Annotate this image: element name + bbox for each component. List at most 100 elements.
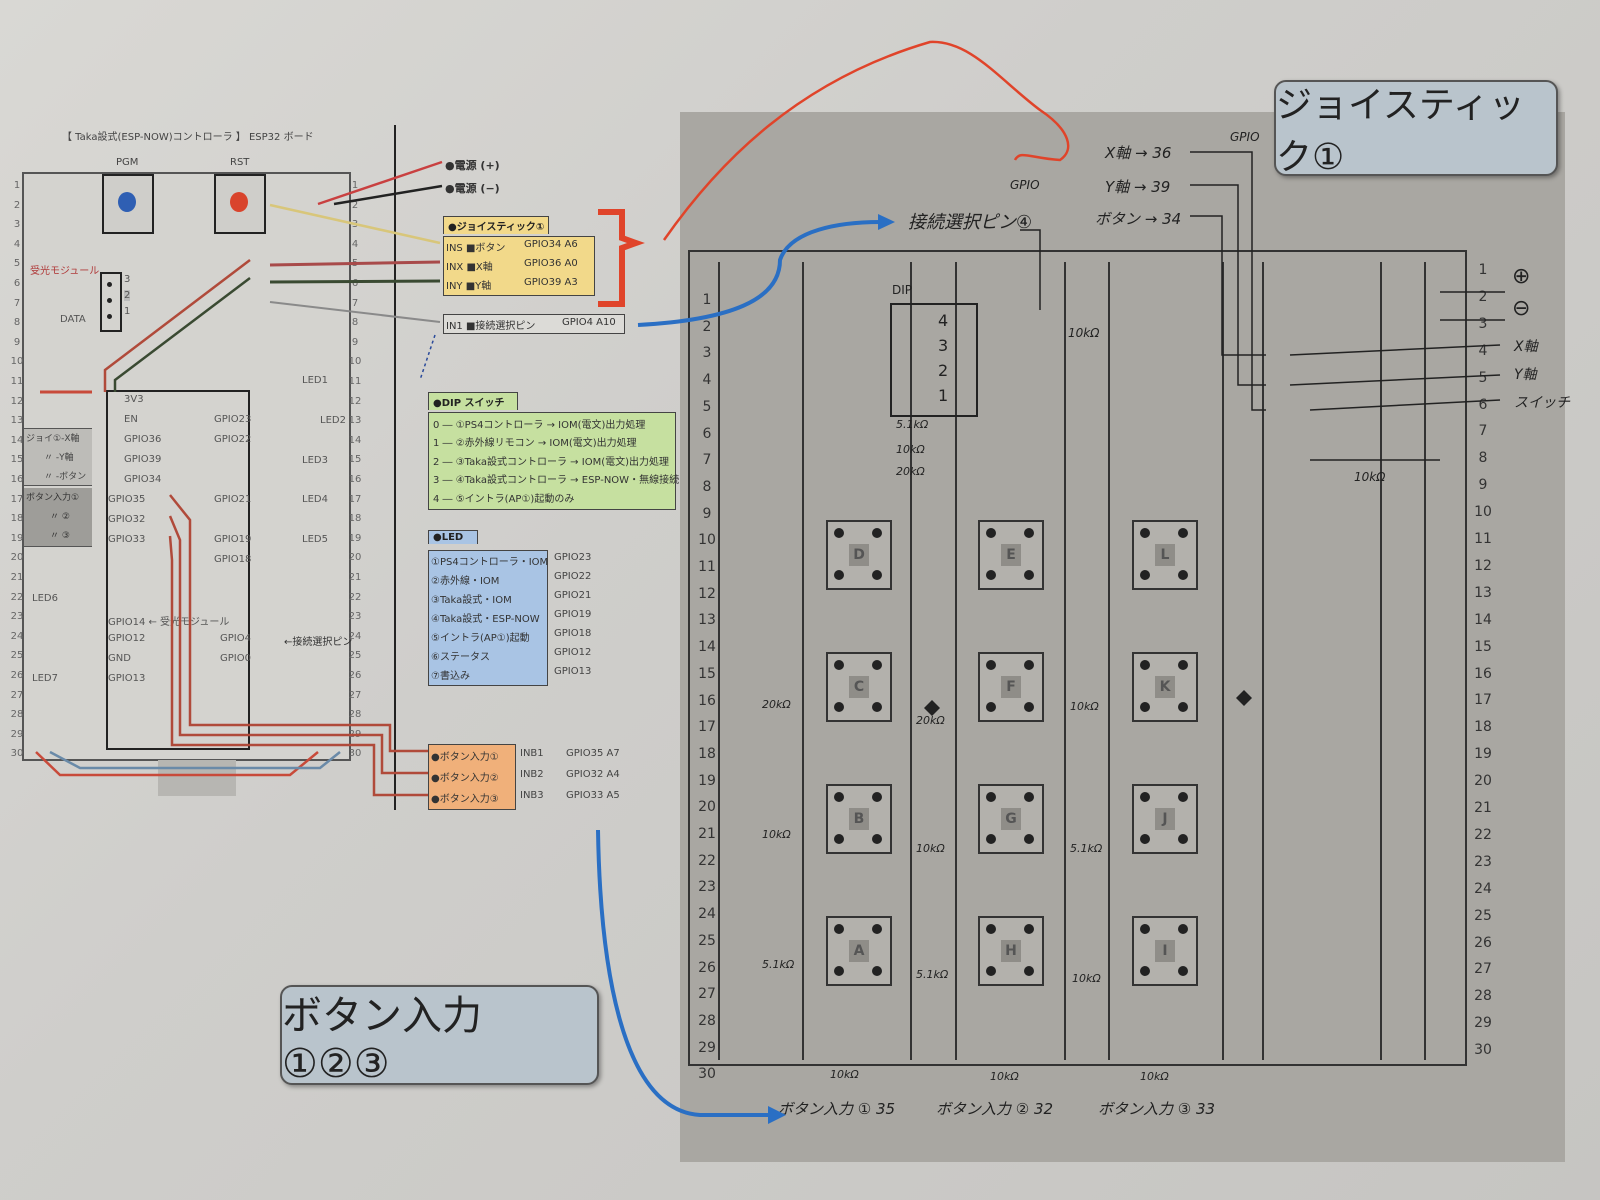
row-number: 30: [348, 748, 362, 760]
switch-pin: [986, 966, 996, 976]
button-side-label: 〃 ③: [50, 531, 70, 541]
row-number: 6: [1478, 396, 1488, 413]
switch-pin: [1178, 528, 1188, 538]
row-number: 23: [10, 611, 24, 623]
dip-switch-drawing: 4 3 2 1: [890, 303, 978, 417]
switch-pin: [986, 924, 996, 934]
row-number: 22: [10, 591, 24, 603]
row-number: 28: [10, 709, 24, 721]
row-number: 13: [1474, 584, 1492, 601]
pin-label: GPIO21: [214, 494, 252, 505]
row-number: 14: [348, 434, 362, 446]
switch-letter: D: [849, 544, 869, 566]
button-input-callout: ボタン入力 ①②③: [280, 985, 599, 1087]
tactile-switch: I: [1132, 916, 1198, 986]
pin-label: GPIO19: [214, 534, 252, 545]
switch-pin: [872, 924, 882, 934]
row-number: 9: [1478, 477, 1488, 494]
led-label: LED6: [32, 593, 58, 604]
row-number: 28: [698, 1012, 716, 1029]
row-number: 25: [1474, 907, 1492, 924]
row-number: 21: [698, 826, 716, 842]
row-number: 3: [13, 219, 21, 231]
button-wire-3: [168, 535, 428, 797]
dip-row: 3 ― ④Taka設式コントローラ → ESP-NOW・無線接続: [433, 475, 680, 486]
joystick-box: INS ■ボタン GPIO34 A6 INX ■X軸 GPIO36 A0 INY…: [443, 236, 595, 296]
column-line: [1108, 262, 1110, 1060]
row-number: 26: [10, 670, 24, 681]
blue-arrowhead: [878, 214, 895, 230]
plus-handwritten: ⊕: [1512, 264, 1531, 289]
tactile-switch: L: [1132, 520, 1198, 590]
pin-label: GPIO35: [108, 494, 146, 505]
led-box: ①PS4コントローラ・IOM ②赤外線・IOM ③Taka設式・IOM ④Tak…: [428, 550, 548, 686]
row-number: 18: [1474, 719, 1492, 736]
row-number: 27: [348, 689, 362, 701]
row-number: 12: [1474, 557, 1492, 574]
row-number: 2: [13, 199, 21, 211]
dip-label: DIP: [892, 283, 913, 297]
row-number: 22: [698, 852, 716, 869]
dip-number: 2: [938, 361, 949, 380]
switch-pin: [1178, 924, 1188, 934]
power-minus-wire: [333, 184, 443, 206]
connect-select-handwritten: 接続選択ピン④: [908, 212, 1033, 233]
row-number: 3: [1478, 315, 1488, 332]
button1-handwritten: ボタン入力 ① 35: [778, 1100, 896, 1118]
pgm-button: [102, 174, 154, 234]
led-label: LED3: [302, 455, 328, 466]
button-side-block: ボタン入力① 〃 ② 〃 ③: [24, 488, 92, 547]
connect-select-box: IN1 ■接続選択ピン GPIO4 A10: [443, 314, 625, 334]
row-number: 17: [348, 493, 362, 505]
joystick-gpio: GPIO36 A0: [524, 258, 578, 269]
row-number: 20: [10, 552, 24, 564]
switch-letter: E: [1001, 544, 1021, 566]
dip-number: 3: [938, 336, 949, 355]
joystick-gpio: GPIO39 A3: [524, 277, 578, 288]
tactile-switch: K: [1132, 652, 1198, 722]
joystick-side-label: ジョイ①-X軸: [26, 434, 80, 444]
diag-dark-wire: [113, 277, 251, 392]
led-label: LED2: [320, 415, 346, 426]
switch-pin: [834, 924, 844, 934]
row-number: 10: [1474, 504, 1492, 521]
power-plus-wire: [317, 160, 443, 206]
row-number: 14: [1474, 611, 1492, 628]
row-number: 8: [351, 317, 359, 329]
row-number: 8: [702, 478, 712, 495]
connect-gpio: GPIO4 A10: [562, 317, 616, 328]
switch-pin: [1140, 792, 1150, 802]
button-wire-1: [169, 494, 428, 753]
button-input-box: ●ボタン入力① ●ボタン入力② ●ボタン入力③: [428, 744, 516, 810]
switch-pin: [834, 528, 844, 538]
row-number: 5: [1478, 369, 1488, 386]
blue-arrow-connect: [637, 220, 881, 327]
pin-label: GPIO14 ← 受光モジュール: [108, 617, 230, 628]
dip-number: 1: [938, 386, 949, 405]
resistor-label: 5.1kΩ: [762, 958, 795, 971]
led-label: LED5: [302, 534, 328, 545]
switch-handwritten: スイッチ: [1514, 395, 1570, 411]
tactile-switch: A: [826, 916, 892, 986]
row-number: 11: [698, 559, 716, 575]
led-row: ④Taka設式・ESP-NOW: [431, 614, 540, 625]
resistor-label: 5.1kΩ: [896, 418, 929, 431]
led-gpio: GPIO19: [554, 609, 592, 620]
led-gpio: GPIO21: [554, 590, 592, 601]
joystick-pin: INY ■Y軸: [446, 281, 492, 292]
row-number: 26: [348, 670, 362, 681]
minus-handwritten: ⊖: [1512, 296, 1531, 321]
row-number: 13: [10, 415, 24, 427]
switch-letter: G: [1001, 808, 1021, 830]
row-number: 27: [698, 986, 716, 1003]
row-number: 9: [13, 336, 21, 348]
led-gpio: GPIO22: [554, 571, 592, 582]
switch-pin: [872, 792, 882, 802]
switch-pin: [834, 702, 844, 712]
button-pin: INB3: [520, 790, 544, 801]
button3-handwritten: ボタン入力 ③ 33: [1098, 1100, 1216, 1118]
joystick-side-block: ジョイ①-X軸 〃 -Y軸 〃 -ボタン: [24, 428, 92, 486]
row-number: 27: [1474, 961, 1492, 978]
joystick-side-label: 〃 -ボタン: [44, 472, 87, 482]
